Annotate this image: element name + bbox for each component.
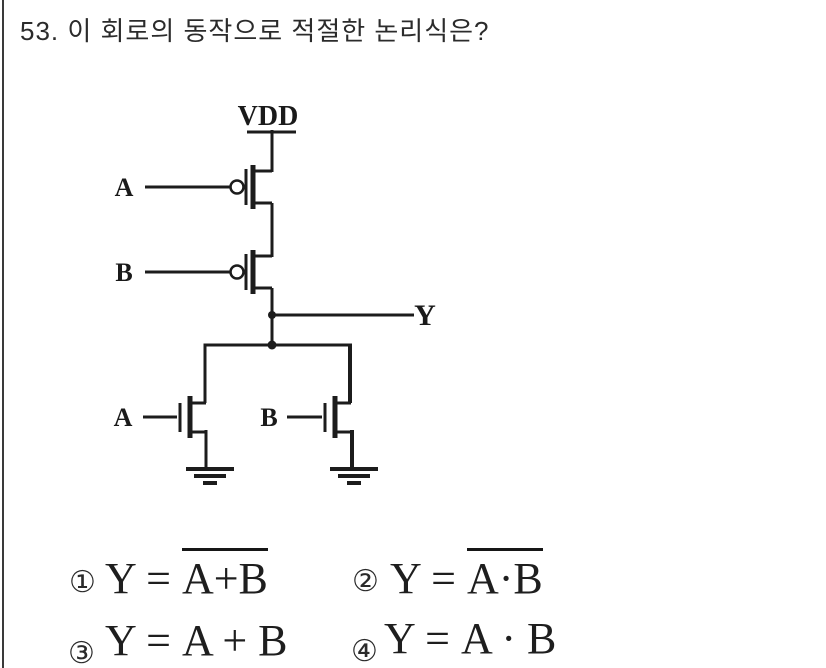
input-a-bottom-label: A [114,403,133,432]
input-a-top-label: A [115,173,134,202]
option-2-expression: A·B [466,548,543,601]
option-2-number: ② [352,564,379,599]
option-2-formula: Y = A·B [390,548,543,601]
pmos-b-inversion-bubble [229,264,245,280]
input-b-top-label: B [115,258,132,287]
vdd-label: VDD [238,101,299,132]
input-b-bottom-label: B [260,403,277,432]
circuit-diagram: VDD A B Y [114,101,436,485]
ground-symbol-right [330,467,378,485]
option-4-formula: Y = A · B [384,614,557,663]
output-label: Y [414,299,436,332]
option-1-formula: Y = A+B [105,548,268,601]
nmos-transistor-b: B [260,396,378,485]
question-text: 53. 이 회로의 동작으로 적절한 논리식은? [20,16,490,46]
option-4-expression: A · B [460,614,557,663]
ground-symbol-left [186,467,234,485]
option-3-number: ③ [68,636,95,668]
option-4-number: ④ [351,634,378,668]
option-3-formula: Y = A + B [105,616,288,665]
pmos-transistor-b: B [115,250,272,294]
pmos-transistor-a: A [115,165,272,209]
page-left-border [2,0,4,668]
nmos-transistor-a: A [114,396,234,485]
option-1-number: ① [69,565,96,600]
option-1-expression: A+B [181,548,268,601]
option-3-expression: A + B [181,616,288,665]
pmos-a-inversion-bubble [229,179,245,195]
